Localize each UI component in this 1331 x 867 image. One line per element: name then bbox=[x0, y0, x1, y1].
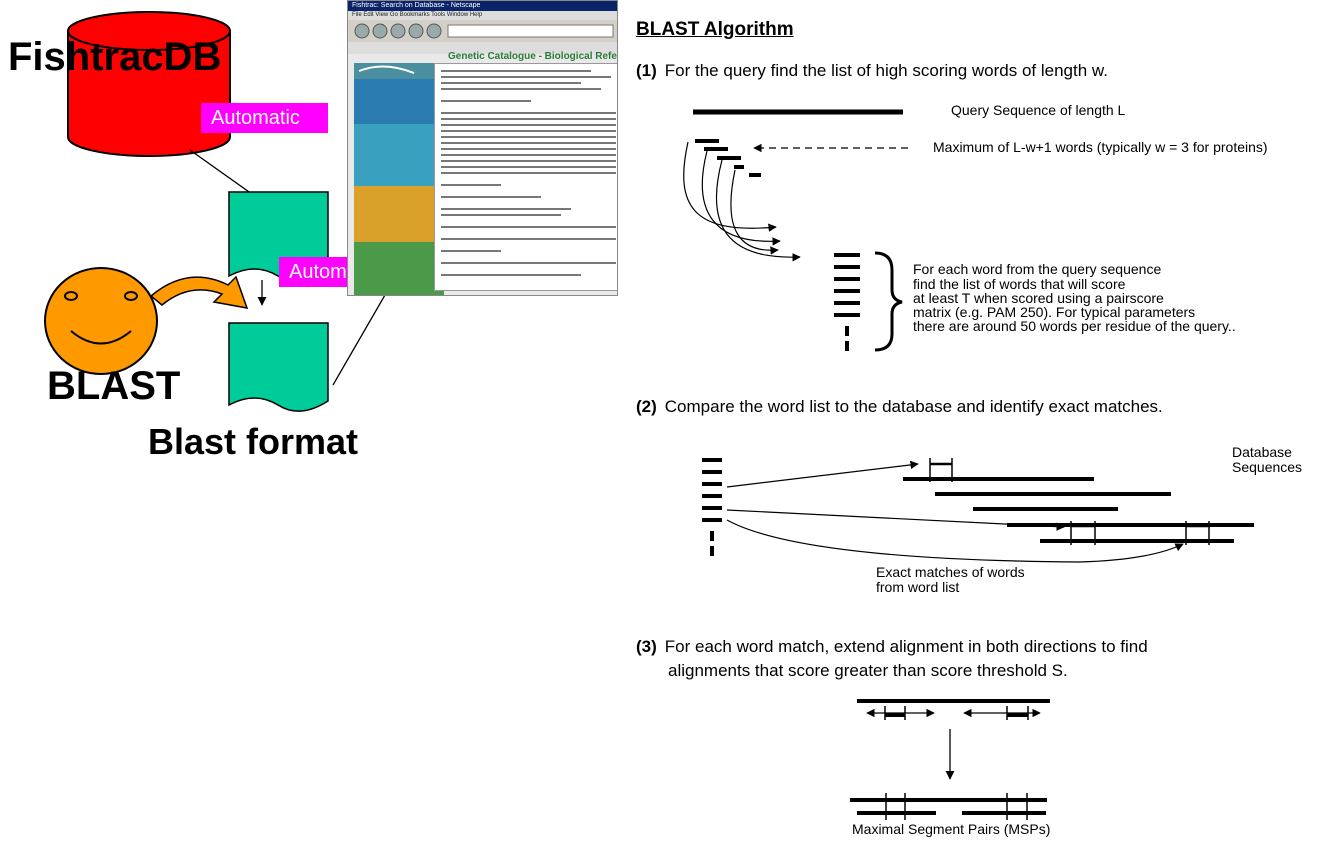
automatic-label-1: Automatic bbox=[201, 103, 328, 133]
blast-format-document-icon bbox=[228, 322, 329, 412]
blast-label: BLAST bbox=[47, 364, 181, 408]
database-label-line-1: Database bbox=[1232, 444, 1292, 460]
word-segments bbox=[695, 139, 761, 177]
msp-label: Maximal Segment Pairs (MSPs) bbox=[852, 821, 1051, 837]
algorithm-title: BLAST Algorithm bbox=[636, 19, 794, 41]
match-markers bbox=[929, 458, 1210, 545]
word-list-line-4: matrix (e.g. PAM 250). For typical param… bbox=[913, 304, 1196, 320]
screenshot-nav-bar bbox=[348, 20, 617, 42]
step-1: (1) For the query find the list of high s… bbox=[636, 60, 1108, 82]
word-list-line-3: at least T when scored using a pairscore bbox=[913, 290, 1164, 306]
curved-arrow-icon bbox=[149, 275, 249, 309]
database-label-line-2: Sequences bbox=[1232, 459, 1303, 475]
nav-buttons-icon bbox=[354, 23, 614, 39]
exact-matches-line-1: Exact matches of words bbox=[876, 564, 1025, 580]
word-list-line-2: find the list of words that will score bbox=[913, 276, 1126, 292]
step-2-number: (2) bbox=[636, 397, 657, 416]
word-list-stack bbox=[834, 253, 860, 351]
query-sequence-label: Query Sequence of length L bbox=[951, 102, 1126, 118]
word-list-stack-2 bbox=[702, 458, 722, 556]
step-1-text: For the query find the list of high scor… bbox=[664, 61, 1108, 80]
max-words-label: Maximum of L-w+1 words (typically w = 3 … bbox=[933, 139, 1268, 155]
screenshot-title-bar: Fishtrac: Search on Database - Netscape bbox=[348, 1, 617, 11]
step-3-number: (3) bbox=[636, 637, 657, 656]
step-1-number: (1) bbox=[636, 61, 657, 80]
word-list-line-1: For each word from the query sequence bbox=[913, 261, 1162, 277]
screenshot-results-pane bbox=[434, 63, 617, 291]
smiley-face-icon bbox=[44, 267, 158, 375]
word-list-line-5: there are around 50 words per residue of… bbox=[913, 318, 1236, 334]
step-3-line-2: alignments that score greater than score… bbox=[668, 661, 1068, 680]
database-sequence-bars bbox=[903, 477, 1254, 543]
step-3: (3) For each word match, extend alignment… bbox=[636, 636, 1148, 658]
curly-brace bbox=[874, 251, 903, 352]
step-2-text: Compare the word list to the database an… bbox=[664, 397, 1163, 416]
screenshot-banner: Genetic Catalogue - Biological Reference bbox=[448, 51, 617, 62]
alignment-extension-top bbox=[857, 699, 1050, 720]
msp-result bbox=[850, 793, 1047, 820]
database-cylinder-icon bbox=[67, 11, 231, 157]
match-arrows bbox=[726, 460, 1184, 563]
screenshot-sidebar bbox=[354, 63, 444, 295]
algorithm-title-word-1: BLAST bbox=[636, 19, 700, 40]
blast-format-label: Blast format bbox=[148, 421, 359, 462]
step-2: (2) Compare the word list to the database… bbox=[636, 396, 1163, 418]
exact-matches-line-2: from word list bbox=[876, 579, 960, 595]
screenshot-bookmarks-bar bbox=[348, 42, 617, 54]
curved-word-arrows bbox=[683, 141, 801, 262]
fishtracdb-label: FishtracDB bbox=[8, 35, 222, 79]
step-3-text-line-1: For each word match, extend alignment in… bbox=[664, 637, 1148, 656]
screenshot-menu-bar: File Edit View Go Bookmarks Tools Window… bbox=[348, 11, 617, 20]
browser-screenshot-thumbnail: Fishtrac: Search on Database - Netscape … bbox=[347, 0, 618, 296]
algorithm-title-word-2: Algorithm bbox=[703, 19, 794, 40]
